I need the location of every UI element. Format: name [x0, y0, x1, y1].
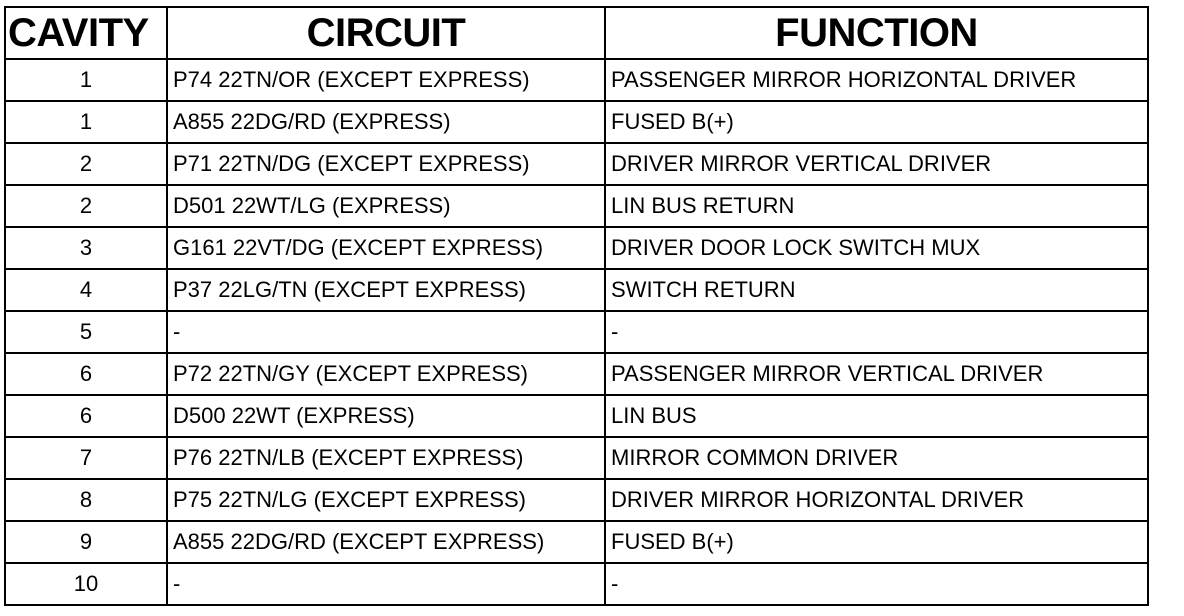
function-cell: PASSENGER MIRROR HORIZONTAL DRIVER — [604, 58, 1149, 102]
circuit-cell: P75 22TN/LG (EXCEPT EXPRESS) — [166, 478, 606, 522]
function-cell: DRIVER MIRROR VERTICAL DRIVER — [604, 142, 1149, 186]
table-row: 5-- — [4, 310, 1149, 354]
cavity-cell: 2 — [4, 142, 168, 186]
circuit-cell: - — [166, 310, 606, 354]
circuit-cell: G161 22VT/DG (EXCEPT EXPRESS) — [166, 226, 606, 270]
cavity-cell: 7 — [4, 436, 168, 480]
cavity-cell: 8 — [4, 478, 168, 522]
function-cell: DRIVER DOOR LOCK SWITCH MUX — [604, 226, 1149, 270]
cavity-cell: 1 — [4, 100, 168, 144]
cavity-cell: 1 — [4, 58, 168, 102]
cavity-cell: 4 — [4, 268, 168, 312]
cavity-cell: 5 — [4, 310, 168, 354]
circuit-cell: P71 22TN/DG (EXCEPT EXPRESS) — [166, 142, 606, 186]
function-cell: LIN BUS RETURN — [604, 184, 1149, 228]
cavity-cell: 9 — [4, 520, 168, 564]
circuit-cell: P74 22TN/OR (EXCEPT EXPRESS) — [166, 58, 606, 102]
circuit-cell: - — [166, 562, 606, 606]
cavity-cell: 2 — [4, 184, 168, 228]
function-cell: - — [604, 562, 1149, 606]
header-function: FUNCTION — [604, 6, 1149, 60]
header-row: CAVITY CIRCUIT FUNCTION — [4, 6, 1149, 60]
circuit-cell: A855 22DG/RD (EXPRESS) — [166, 100, 606, 144]
circuit-cell: P76 22TN/LB (EXCEPT EXPRESS) — [166, 436, 606, 480]
circuit-cell: A855 22DG/RD (EXCEPT EXPRESS) — [166, 520, 606, 564]
cavity-cell: 10 — [4, 562, 168, 606]
circuit-cell: P37 22LG/TN (EXCEPT EXPRESS) — [166, 268, 606, 312]
circuit-cell: D501 22WT/LG (EXPRESS) — [166, 184, 606, 228]
function-cell: FUSED B(+) — [604, 100, 1149, 144]
header-cavity: CAVITY — [4, 6, 168, 60]
function-cell: PASSENGER MIRROR VERTICAL DRIVER — [604, 352, 1149, 396]
function-cell: LIN BUS — [604, 394, 1149, 438]
cavity-cell: 6 — [4, 394, 168, 438]
function-cell: - — [604, 310, 1149, 354]
function-cell: DRIVER MIRROR HORIZONTAL DRIVER — [604, 478, 1149, 522]
circuit-cell: D500 22WT (EXPRESS) — [166, 394, 606, 438]
cavity-cell: 6 — [4, 352, 168, 396]
function-cell: SWITCH RETURN — [604, 268, 1149, 312]
header-circuit: CIRCUIT — [166, 6, 606, 60]
function-cell: MIRROR COMMON DRIVER — [604, 436, 1149, 480]
table-header: CAVITY CIRCUIT FUNCTION — [4, 6, 1149, 60]
circuit-cell: P72 22TN/GY (EXCEPT EXPRESS) — [166, 352, 606, 396]
table-row: 10-- — [4, 562, 1149, 606]
cavity-cell: 3 — [4, 226, 168, 270]
function-cell: FUSED B(+) — [604, 520, 1149, 564]
